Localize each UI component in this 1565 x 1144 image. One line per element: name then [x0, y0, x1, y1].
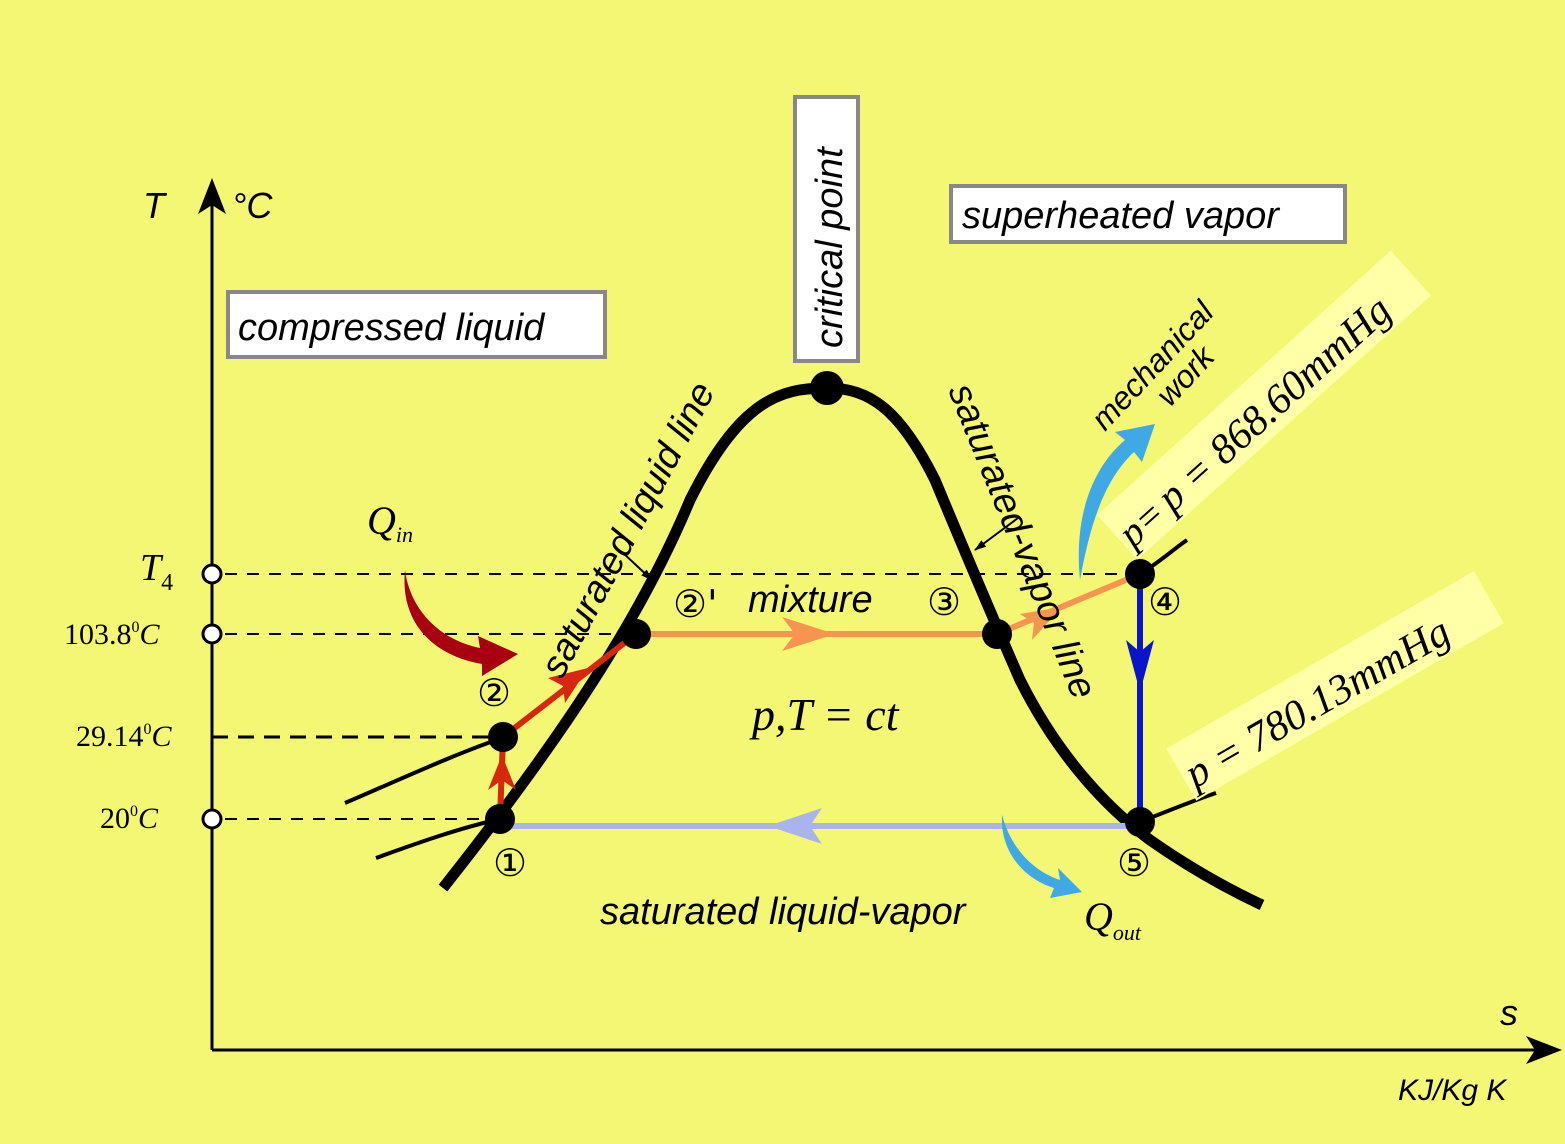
state-2p-marker: [621, 619, 651, 649]
q-in-arrow: [404, 570, 518, 676]
isobar-low-left: [344, 735, 506, 805]
path-3-4: [995, 571, 1142, 637]
state-4-label: ④: [1148, 580, 1182, 624]
path-4-5-arrowhead: [1126, 640, 1154, 692]
state-3-marker: [982, 619, 1012, 649]
state-point-markers: [485, 371, 1155, 837]
t-axis-arrowhead: [198, 178, 226, 214]
t-103-tick: [201, 623, 223, 645]
mechanical-work-arrow: [1078, 424, 1155, 580]
compressed-liquid-box: compressed liquid: [226, 290, 607, 359]
t4-label: T4: [140, 547, 173, 596]
s-axis-unit: KJ/Kg K: [1398, 1074, 1508, 1107]
path-1-2-arrowhead: [488, 755, 516, 790]
low-pressure-label: p = 780.13mmHg: [1175, 609, 1459, 799]
state-point-labels: ① ② ②' ③ ④ ⑤: [477, 580, 1182, 885]
saturated-liquid-pointer: [621, 551, 653, 581]
saturated-vapor-pointer: [974, 517, 1019, 551]
state-3-label: ③: [927, 580, 961, 624]
s-axis-symbol: s: [1500, 992, 1518, 1033]
path-5-1-arrowhead: [768, 808, 822, 844]
state-2-label: ②: [477, 671, 511, 715]
t-20-tick: [201, 808, 223, 830]
critical-point-marker: [810, 371, 844, 405]
critical-point-box: critical point: [793, 95, 860, 363]
compressed-liquid-label: compressed liquid: [238, 307, 546, 349]
path-3-4-arrowhead: [1020, 607, 1062, 640]
s-axis-arrowhead: [1526, 1036, 1562, 1064]
t-103-label: 103.80C: [64, 618, 161, 651]
q-out-label: Qout: [1084, 894, 1142, 945]
q-out-arrow: [1001, 815, 1082, 898]
state-1-label: ①: [493, 841, 527, 885]
high-pressure-annotation: p= p = 868.60mmHg: [1097, 250, 1431, 560]
path-2-2p-arrowhead: [548, 668, 588, 703]
state-5-label: ⑤: [1117, 841, 1151, 885]
state-5-marker: [1125, 807, 1155, 837]
temperature-guides: T4 103.80C 29.140C 200C: [64, 547, 1140, 835]
low-pressure-annotation: p = 780.13mmHg: [1166, 571, 1504, 801]
critical-point-label: critical point: [809, 146, 851, 348]
process-paths: [488, 571, 1154, 844]
t-axis-symbol: T: [143, 185, 168, 226]
axes: T °C s KJ/Kg K: [143, 178, 1562, 1107]
isobaric-note: p,T = ct: [749, 689, 900, 740]
superheated-vapor-label: superheated vapor: [962, 195, 1280, 237]
state-4-marker: [1125, 559, 1155, 589]
q-in-label: Qin: [367, 498, 413, 547]
t4-tick: [201, 563, 223, 585]
t-20-label: 200C: [100, 802, 159, 835]
state-2p-label: ②': [673, 582, 718, 626]
saturated-liquid-vapor-label: saturated liquid-vapor: [600, 891, 967, 933]
state-2-marker: [488, 722, 518, 752]
superheated-vapor-box: superheated vapor: [949, 184, 1347, 244]
t-29-label: 29.140C: [76, 720, 173, 753]
t-axis-unit: °C: [232, 185, 273, 226]
state-1-marker: [485, 804, 515, 834]
path-2p-3-arrowhead: [782, 617, 835, 651]
mixture-label: mixture: [748, 579, 873, 621]
